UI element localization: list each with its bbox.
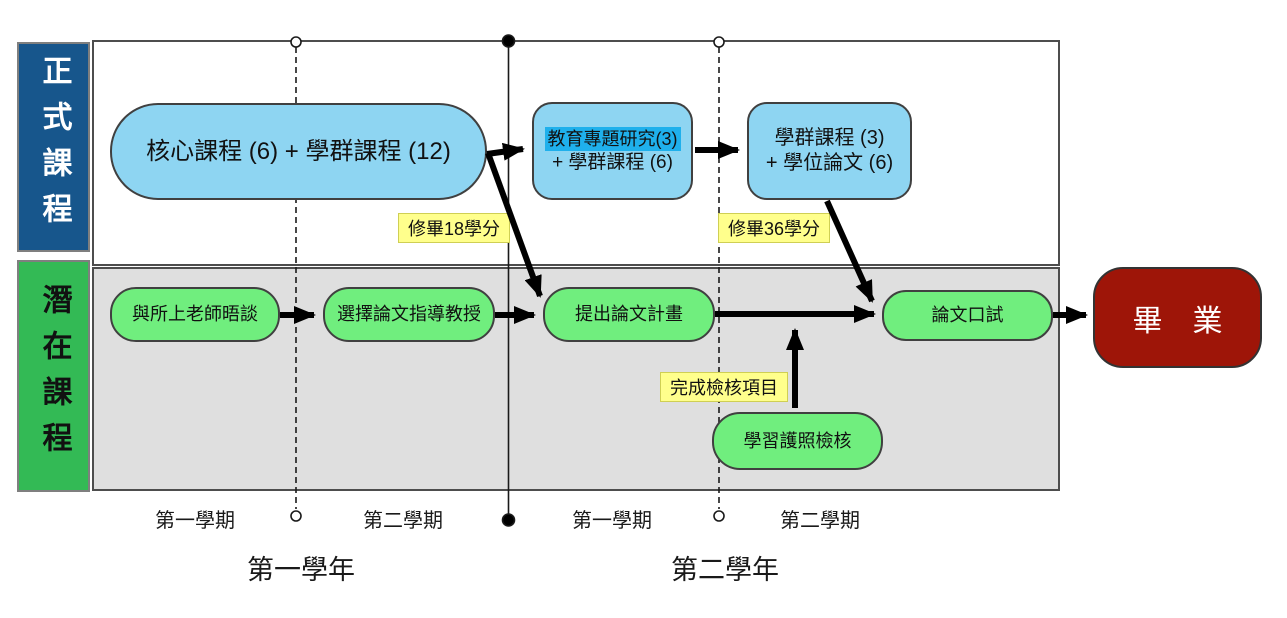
timeline-year1-semester1: 第一學期 bbox=[155, 510, 235, 532]
node-year2-sem2-line1: 學群課程 (3) bbox=[774, 127, 885, 149]
timeline-year2-label: 第二學年 bbox=[671, 555, 779, 585]
node-year2-sem1-line2: + 學群課程 (6) bbox=[552, 152, 673, 174]
timeline-year1-label: 第一學年 bbox=[247, 555, 355, 585]
filled-circle-bottom-boundary bbox=[501, 513, 516, 527]
node-thesis-oral-exam: 論文口試 bbox=[882, 290, 1053, 341]
node-graduation: 畢 業 bbox=[1093, 267, 1262, 368]
node-meet-advisors: 與所上老師晤談 bbox=[110, 287, 280, 342]
open-circle-bottom-year2 bbox=[713, 510, 725, 522]
note-18-credits: 修畢18學分 bbox=[398, 213, 510, 243]
timeline-year2-semester2: 第二學期 bbox=[780, 510, 860, 532]
node-year2-sem2-line2: + 學位論文 (6) bbox=[765, 152, 894, 174]
node-learning-passport-check-label: 學習護照檢核 bbox=[743, 430, 852, 451]
node-meet-advisors-label: 與所上老師晤談 bbox=[132, 304, 258, 325]
node-submit-thesis-proposal: 提出論文計畫 bbox=[543, 287, 715, 342]
node-learning-passport-check: 學習護照檢核 bbox=[712, 412, 883, 470]
node-core-courses-label: 核心課程 (6) + 學群課程 (12) bbox=[146, 137, 451, 165]
node-thesis-oral-exam-label: 論文口試 bbox=[931, 305, 1004, 326]
node-core-courses: 核心課程 (6) + 學群課程 (12) bbox=[110, 103, 487, 200]
node-choose-thesis-advisor-label: 選擇論文指導教授 bbox=[337, 304, 481, 325]
lane-label-formal-courses: 正式課程 bbox=[17, 42, 90, 252]
note-checklist-complete: 完成檢核項目 bbox=[660, 372, 788, 402]
timeline-year2-semester1: 第一學期 bbox=[572, 510, 652, 532]
node-year2-sem1-courses: 教育專題研究(3) + 學群課程 (6) bbox=[532, 102, 693, 200]
node-year2-sem2-courses: 學群課程 (3) + 學位論文 (6) bbox=[747, 102, 912, 200]
node-choose-thesis-advisor: 選擇論文指導教授 bbox=[323, 287, 495, 342]
timeline-year1-semester2: 第二學期 bbox=[363, 510, 443, 532]
lane-label-latent-courses: 潛在課程 bbox=[17, 260, 90, 492]
node-education-seminar-highlight: 教育專題研究(3) bbox=[544, 126, 681, 152]
note-36-credits: 修畢36學分 bbox=[718, 213, 830, 243]
node-submit-thesis-proposal-label: 提出論文計畫 bbox=[575, 304, 683, 325]
open-circle-bottom-year1 bbox=[290, 510, 302, 522]
